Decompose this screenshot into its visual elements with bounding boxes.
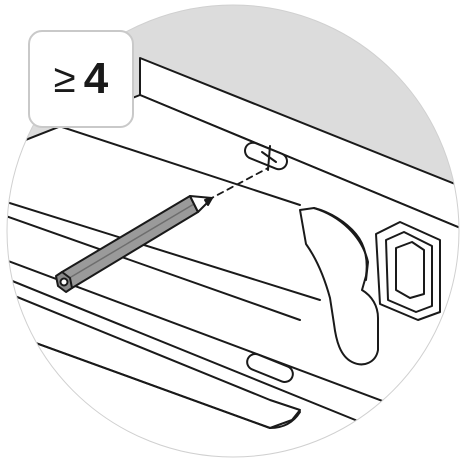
- detail-circle-outline: [6, 4, 460, 458]
- quantity-badge: ≥ 4: [28, 30, 134, 128]
- hook-bracket: [299, 207, 379, 366]
- greater-equal-symbol: ≥: [53, 57, 76, 101]
- rail-top-strip: [139, 57, 459, 233]
- rail-bottom-edge: [7, 329, 301, 429]
- rail-line: [7, 199, 321, 301]
- rail-line: [7, 275, 381, 431]
- crosshair-mark: [261, 145, 277, 171]
- hook-bracket-edge: [313, 207, 369, 281]
- alignment-dashed-line: [207, 167, 269, 201]
- rail-end-cap-window: [395, 241, 425, 299]
- lower-slot: [246, 353, 294, 383]
- rail-line: [7, 213, 301, 321]
- quantity-value: 4: [83, 54, 109, 103]
- pencil-icon: [55, 195, 213, 293]
